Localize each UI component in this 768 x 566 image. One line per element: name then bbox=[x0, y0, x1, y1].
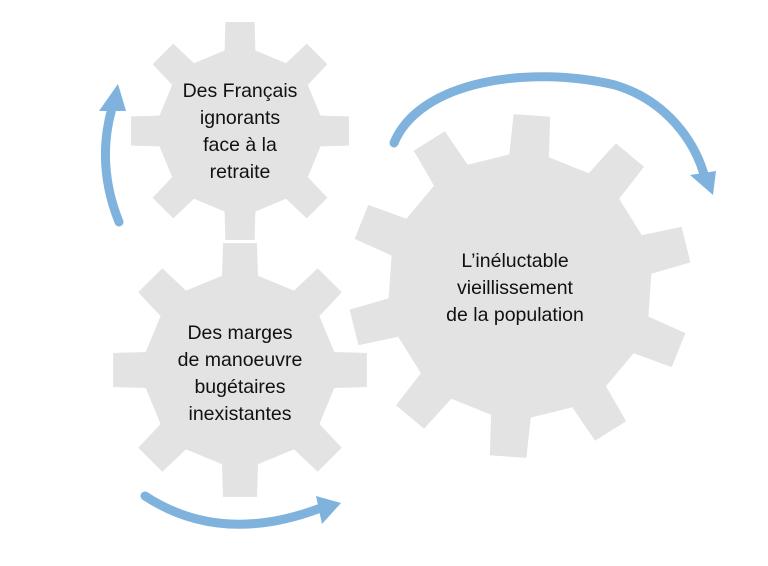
gear-right bbox=[349, 114, 691, 458]
gear-label-vieillissement: L’inéluctable vieillissement de la popul… bbox=[446, 250, 584, 326]
arrows-layer bbox=[99, 72, 716, 529]
cycle-arrow-left bbox=[101, 103, 124, 227]
cycle-arrow-bottom bbox=[140, 491, 323, 529]
cycle-arrow-top-right bbox=[389, 72, 710, 183]
gear-label-francais-ignorants: Des Français ignorants face à la retrait… bbox=[182, 80, 298, 183]
cycle-arrowhead-top-right bbox=[690, 171, 716, 195]
gears-layer bbox=[113, 22, 691, 497]
gear-top bbox=[131, 22, 349, 240]
gear-left bbox=[113, 243, 367, 497]
gear-label-marges-budgetaires: Des marges de manoeuvre bugétaires inexi… bbox=[177, 322, 303, 425]
cycle-arrowhead-left bbox=[99, 84, 126, 111]
cycle-arrowhead-bottom bbox=[316, 496, 341, 524]
